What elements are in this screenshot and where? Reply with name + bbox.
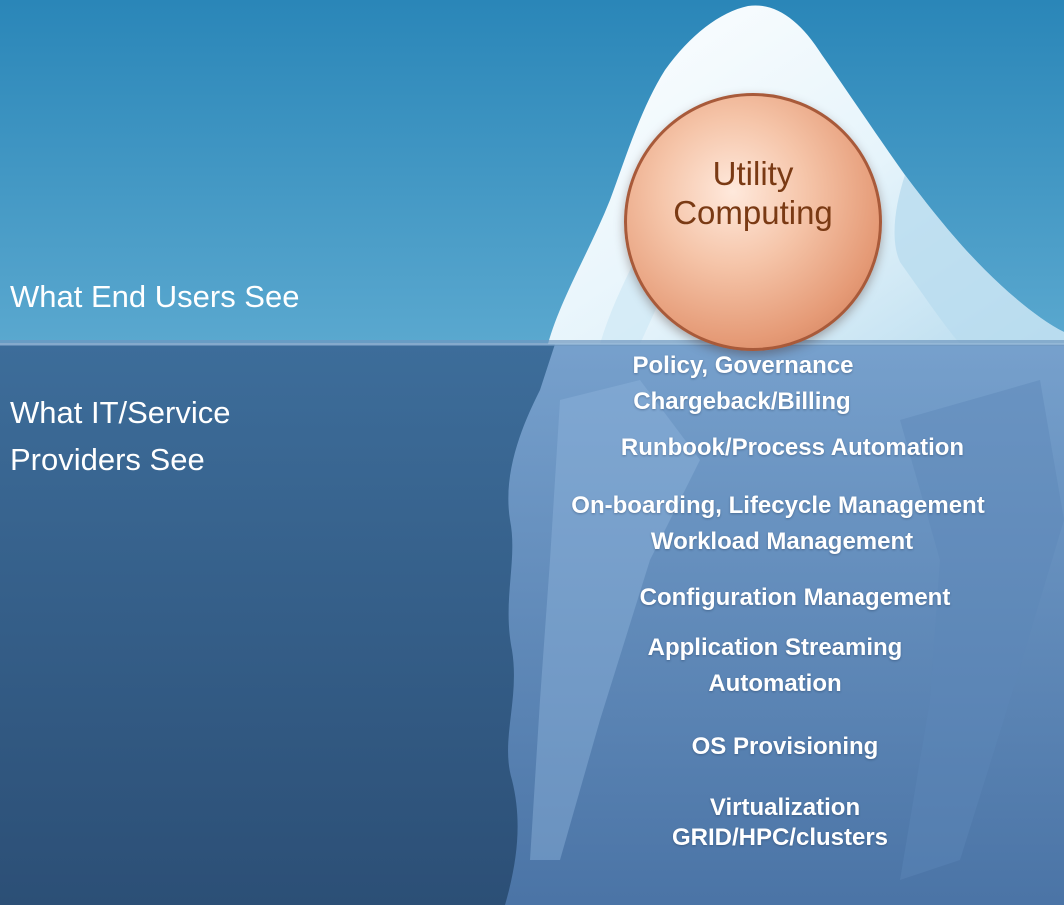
layer-policy-governance: Policy, Governance (632, 352, 854, 379)
below-water-label-line-2: Providers See (10, 442, 205, 477)
iceberg-tip-shadow (894, 175, 1064, 344)
layer-onboarding-lifecycle: On-boarding, Lifecycle Management (571, 492, 985, 519)
utility-computing-circle: Utility Computing (624, 93, 882, 351)
layer-chargeback-billing: Chargeback/Billing (633, 388, 851, 415)
iceberg-underwater-facet (900, 380, 1064, 880)
layer-application-streaming: Application Streaming (647, 634, 903, 661)
layer-os-provisioning: OS Provisioning (691, 733, 879, 760)
utility-computing-label: Utility Computing (627, 154, 879, 232)
tip-line-2: Computing (673, 194, 833, 231)
layer-workload-management: Workload Management (650, 528, 914, 555)
layer-configuration-management: Configuration Management (639, 584, 951, 611)
below-water-label: What IT/Service Providers See (10, 389, 231, 483)
tip-line-1: Utility (712, 155, 794, 192)
layer-runbook-process-automation: Runbook/Process Automation (620, 434, 965, 461)
above-water-label: What End Users See (10, 279, 300, 314)
layer-automation: Automation (708, 670, 842, 697)
iceberg-underwater-facet (530, 380, 700, 860)
iceberg-underwater (505, 344, 1064, 905)
below-water-label-line-1: What IT/Service (10, 395, 231, 430)
layer-grid-hpc-clusters: GRID/HPC/clusters (671, 824, 889, 851)
waterline-glint (0, 343, 1064, 345)
layer-virtualization: Virtualization (709, 794, 861, 821)
